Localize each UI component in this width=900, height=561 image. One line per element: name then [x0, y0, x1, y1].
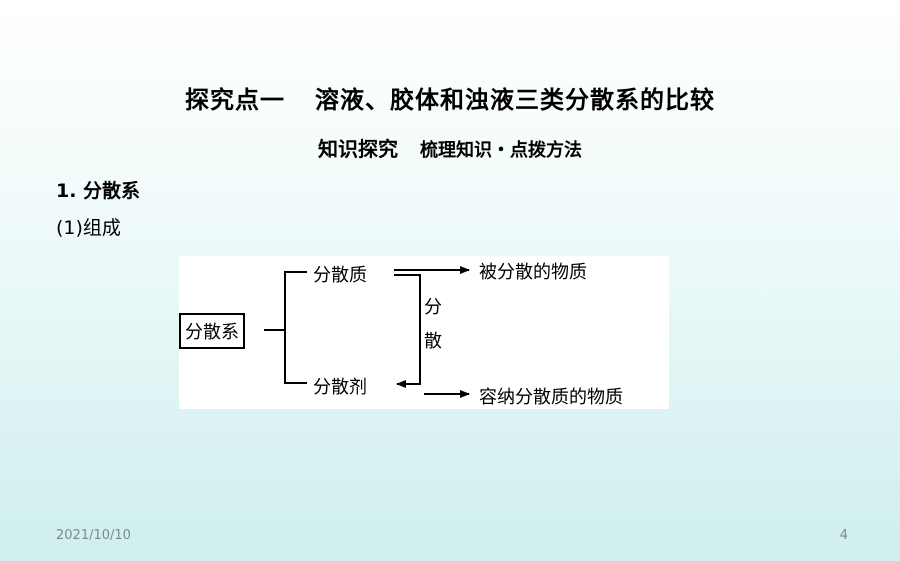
footer-date: 2021/10/10 — [56, 528, 131, 543]
bracket-label: 分 散 — [424, 291, 442, 359]
bracket-label-bottom: 散 — [424, 331, 442, 352]
slide-subtitle: 知识探究 梳理知识・点拨方法 — [0, 133, 900, 162]
slide-title: 探究点一 溶液、胶体和浊液三类分散系的比较 — [0, 80, 900, 115]
dispersion-bracket — [394, 274, 421, 388]
bracket-label-top: 分 — [424, 297, 442, 318]
subtitle-left: 知识探究 — [318, 137, 398, 161]
subsection-heading: (1)组成 — [56, 217, 121, 239]
diagram-connectors — [264, 266, 470, 398]
root-node: 分散系 — [179, 313, 245, 349]
title-right: 溶液、胶体和浊液三类分散系的比较 — [315, 86, 715, 114]
subtitle-right: 梳理知识・点拨方法 — [420, 140, 582, 161]
title-left: 探究点一 — [185, 86, 285, 114]
section-heading: 1. 分散系 — [56, 180, 141, 202]
branch-bracket — [284, 271, 307, 384]
page-number: 4 — [839, 528, 848, 543]
dispersion-system-diagram: 分散系 分散质 分散剂 分 散 被分散的物质 容纳分散质的物质 — [179, 256, 669, 409]
dispersed-phase-node: 分散质 — [313, 265, 367, 286]
dispersed-phase-description: 被分散的物质 — [479, 262, 587, 283]
dispersion-medium-node: 分散剂 — [313, 377, 367, 398]
dispersion-medium-description: 容纳分散质的物质 — [479, 387, 623, 408]
